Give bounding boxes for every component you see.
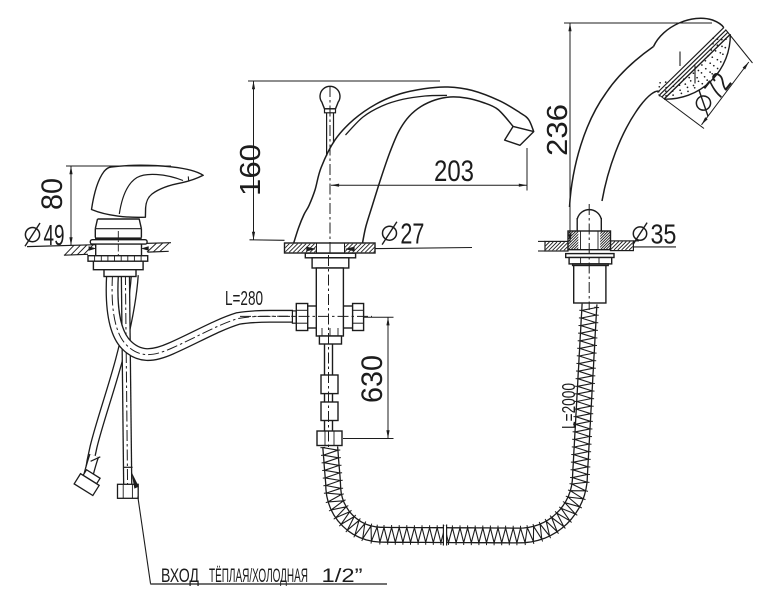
- svg-text:160: 160: [235, 144, 267, 196]
- svg-text:ВХОД: ВХОД: [161, 566, 199, 587]
- svg-text:35: 35: [650, 219, 676, 250]
- svg-text:L=2000: L=2000: [559, 383, 579, 429]
- svg-text:630: 630: [356, 355, 389, 403]
- svg-text:L=280: L=280: [225, 288, 263, 310]
- svg-text:ТЁПЛАЯ/ХОЛОДНАЯ: ТЁПЛАЯ/ХОЛОДНАЯ: [209, 566, 308, 587]
- svg-text:27: 27: [400, 219, 424, 251]
- svg-text:203: 203: [434, 155, 474, 188]
- svg-text:236: 236: [542, 104, 574, 156]
- svg-text:1/2”: 1/2”: [322, 565, 363, 587]
- svg-text:49: 49: [44, 220, 65, 252]
- svg-text:80: 80: [36, 178, 69, 210]
